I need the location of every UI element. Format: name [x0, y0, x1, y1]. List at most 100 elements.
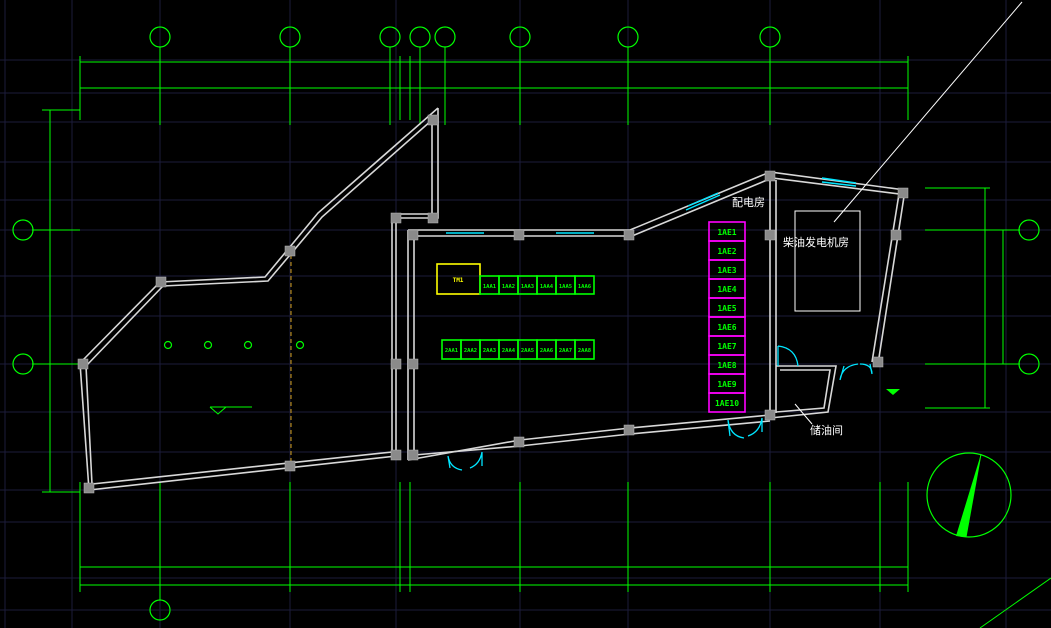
panel-label: 1AA3 — [521, 284, 534, 290]
axis-bubble — [379, 26, 401, 48]
column — [427, 212, 439, 224]
panel-label: 1AA4 — [540, 284, 554, 290]
building-walls — [79, 107, 906, 491]
column — [513, 229, 525, 241]
column — [427, 114, 439, 126]
panel-column-vertical: 1AE1 1AE2 1AE3 1AE4 1AE5 1AE6 1AE7 1AE8 1AE9 1AE1… — [708, 221, 746, 413]
panel-label: 2AA2 — [464, 348, 477, 354]
panel-label: 1AE3 — [717, 266, 736, 275]
column — [764, 229, 776, 241]
corner-line — [979, 577, 1051, 628]
column — [390, 449, 402, 461]
column — [764, 409, 776, 421]
column — [284, 460, 296, 472]
panel-row-lower: 2AA1 2AA2 2AA3 2AA4 2AA5 2AA6 2AA7 2AA8 — [441, 339, 595, 360]
axis-bubble — [149, 599, 171, 621]
panel-label: 2AA1 — [445, 348, 459, 354]
column — [390, 358, 402, 370]
window-6 — [821, 181, 857, 187]
panel-label: 1AA2 — [502, 284, 515, 290]
column — [890, 229, 902, 241]
axis-bubble — [617, 26, 639, 48]
door-generator — [777, 345, 799, 367]
panel-label: 2AA6 — [540, 348, 554, 354]
panel-label: 1AE9 — [717, 380, 736, 389]
column — [83, 482, 95, 494]
room-label-distribution: 配电房 — [732, 196, 765, 209]
pile-markers — [163, 340, 305, 350]
column — [407, 449, 419, 461]
west-block-wall-outer — [79, 107, 439, 491]
oil-room-leader — [794, 403, 813, 425]
window-4 — [687, 192, 719, 207]
panel-cell — [574, 275, 595, 295]
axis-bubble — [149, 26, 171, 48]
panel-label: 2AA7 — [559, 348, 572, 354]
level-marker — [209, 406, 252, 415]
axis-bubble — [1018, 219, 1040, 241]
panel-label: 2AA4 — [502, 348, 516, 354]
panel-cell — [708, 392, 746, 413]
panel-label: 2AA8 — [578, 348, 591, 354]
east-block-wall-outer — [408, 171, 906, 365]
panel-label: 1AA1 — [483, 284, 497, 290]
window-5 — [821, 177, 857, 184]
column — [390, 212, 402, 224]
axis-bubble — [279, 26, 301, 48]
windows — [446, 177, 857, 234]
door-south-west — [447, 451, 483, 471]
transformer-label: TM1 — [453, 277, 464, 284]
south-wall-inner — [413, 420, 771, 456]
panel-label: 1AE7 — [717, 342, 736, 351]
west-block-wall-inner — [85, 119, 433, 485]
room-label-generator: 柴油发电机房 — [783, 235, 849, 249]
north-arrow-icon — [926, 452, 1012, 538]
panel-label: 1AE4 — [717, 285, 736, 294]
panel-label: 1AE5 — [717, 304, 736, 313]
panel-label: 1AE1 — [717, 228, 736, 237]
column — [155, 276, 167, 288]
axis-ticks — [79, 47, 909, 600]
axis-bubble — [12, 219, 34, 241]
panel-label: 1AE2 — [717, 247, 736, 256]
axis-bubbles — [12, 26, 1040, 621]
panel-row-upper: 1AA1 1AA2 1AA3 1AA4 1AA5 1AA6 — [479, 275, 595, 295]
axis-grid-lines — [32, 61, 1020, 586]
panel-label: 2AA5 — [521, 348, 534, 354]
column — [77, 358, 89, 370]
east-block-wall-inner — [414, 177, 900, 363]
axis-bubble — [434, 26, 456, 48]
room-label-oil-storage: 储油间 — [810, 423, 843, 437]
direction-triangle — [886, 389, 900, 395]
south-wall-outer — [407, 414, 771, 461]
panel-label: 1AE6 — [717, 323, 736, 332]
transformer-tm1: TM1 — [436, 263, 481, 295]
panel-label: 1AE8 — [717, 361, 736, 370]
column — [407, 229, 419, 241]
axis-bubble — [1018, 353, 1040, 375]
structural-columns — [77, 114, 909, 494]
column — [897, 187, 909, 199]
panel-label: 2AA3 — [483, 348, 496, 354]
axis-bubble — [12, 353, 34, 375]
axis-bubble — [409, 26, 431, 48]
column — [407, 358, 419, 370]
column — [623, 424, 635, 436]
column — [623, 229, 635, 241]
doors — [447, 345, 873, 471]
door-east — [839, 363, 873, 381]
window-3 — [685, 194, 721, 211]
axis-bubble — [759, 26, 781, 48]
panel-label: 1AA6 — [578, 284, 592, 290]
generator-unit — [794, 210, 861, 312]
axis-bubble — [509, 26, 531, 48]
column — [284, 245, 296, 257]
column — [513, 436, 525, 448]
panel-label: 1AA5 — [559, 284, 572, 290]
leader-line — [833, 1, 1023, 223]
door-south-east — [727, 417, 763, 439]
column — [872, 356, 884, 368]
panel-label: 1AE10 — [715, 399, 739, 408]
